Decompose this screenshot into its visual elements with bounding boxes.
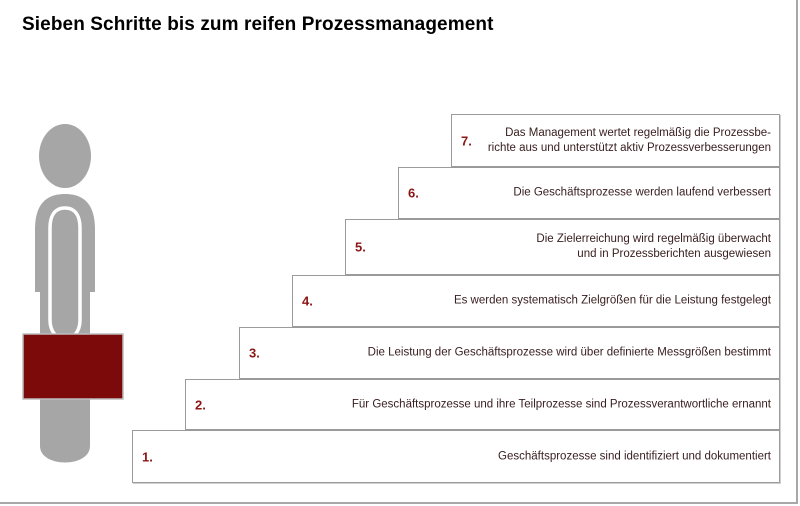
briefcase — [22, 333, 124, 400]
step-number-4: 4. — [302, 293, 313, 309]
step-number-3: 3. — [249, 345, 260, 361]
page-title: Sieben Schritte bis zum reifen Prozessma… — [22, 14, 494, 35]
figure-body-group — [35, 124, 95, 463]
step-number-1: 1. — [142, 449, 153, 464]
step-box-3[interactable]: 3. Die Leistung der Geschäftsprozesse wi… — [239, 327, 780, 379]
step-box-4[interactable]: 4. Es werden systematisch Zielgrößen für… — [292, 275, 780, 327]
step-box-1[interactable]: 1. Geschäftsprozesse sind identifiziert … — [132, 430, 780, 483]
step-number-7: 7. — [461, 133, 472, 148]
step-text-1: Geschäftsprozesse sind identifiziert und… — [498, 449, 771, 462]
step-box-2[interactable]: 2. Für Geschäftsprozesse und ihre Teilpr… — [185, 379, 780, 430]
step-text-2: Für Geschäftsprozesse und ihre Teilproze… — [351, 397, 771, 410]
step-text-5: Die Zielerreichung wird regelmäßig überw… — [536, 232, 771, 260]
step-text-6: Die Geschäftsprozesse werden laufend ver… — [513, 186, 771, 199]
step-box-7[interactable]: 7. Das Management wertet regelmäßig die … — [451, 114, 780, 167]
step-text-4: Es werden systematisch Zielgrößen für di… — [453, 294, 771, 307]
step-text-3: Die Leistung der Geschäftsprozesse wird … — [367, 346, 771, 359]
person-with-briefcase-illustration — [18, 120, 138, 480]
step-number-2: 2. — [195, 397, 206, 412]
step-box-5[interactable]: 5. Die Zielerreichung wird regelmäßig üb… — [345, 219, 780, 275]
step-number-6: 6. — [408, 185, 419, 201]
step-box-6[interactable]: 6. Die Geschäftsprozesse werden laufend … — [398, 167, 780, 219]
step-text-7: Das Management wertet regelmäßig die Pro… — [487, 126, 771, 154]
step-number-5: 5. — [355, 239, 366, 255]
figure-arm — [48, 206, 82, 341]
figure-head — [39, 124, 91, 188]
